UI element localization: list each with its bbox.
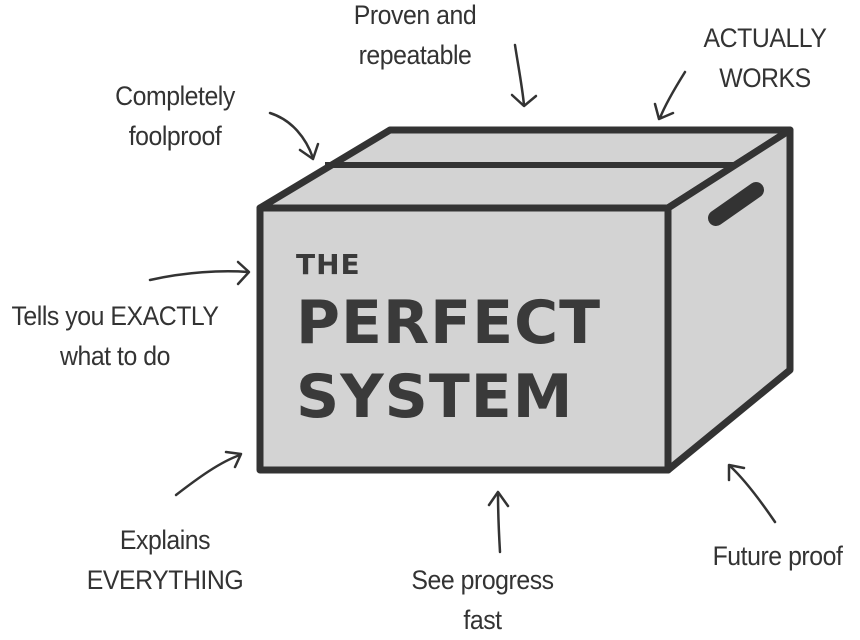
label-line: Explains (119, 525, 211, 555)
label-line: Future proof (712, 541, 843, 571)
label-line: WORKS (719, 63, 811, 93)
label-exactly: Tells you EXACTLY what to do (5, 296, 226, 376)
label-line: Completely (115, 81, 235, 111)
box-front (256, 204, 672, 474)
label-explains: Explains EVERYTHING (78, 520, 253, 600)
arrow-works (653, 70, 687, 121)
label-progress: See progress fast (402, 560, 563, 640)
arrow-progress (487, 490, 510, 554)
arrow-exactly (148, 260, 251, 286)
label-line: Proven and (353, 0, 477, 30)
box-title-line1: PERFECT (296, 288, 602, 358)
label-future: Future proof (697, 536, 858, 576)
label-proven: Proven and repeatable (337, 0, 493, 75)
box-title-line2: SYSTEM (296, 362, 574, 432)
arrow-foolproof (268, 111, 320, 161)
arrow-proven (510, 43, 538, 108)
label-line: repeatable (358, 40, 472, 70)
label-works: ACTUALLY WORKS (696, 18, 834, 98)
label-line: ACTUALLY (703, 23, 827, 53)
box-handle (708, 182, 764, 226)
label-line: Tells you EXACTLY (11, 301, 219, 331)
label-line: EVERYTHING (86, 565, 244, 595)
label-line: fast (463, 605, 502, 635)
box-title-small: THE (296, 248, 361, 281)
arrow-explains (174, 450, 243, 497)
label-line: foolproof (128, 121, 222, 151)
label-line: what to do (59, 341, 171, 371)
arrow-future (727, 463, 777, 524)
label-line: See progress (411, 565, 554, 595)
label-foolproof: Completely foolproof (101, 76, 248, 156)
